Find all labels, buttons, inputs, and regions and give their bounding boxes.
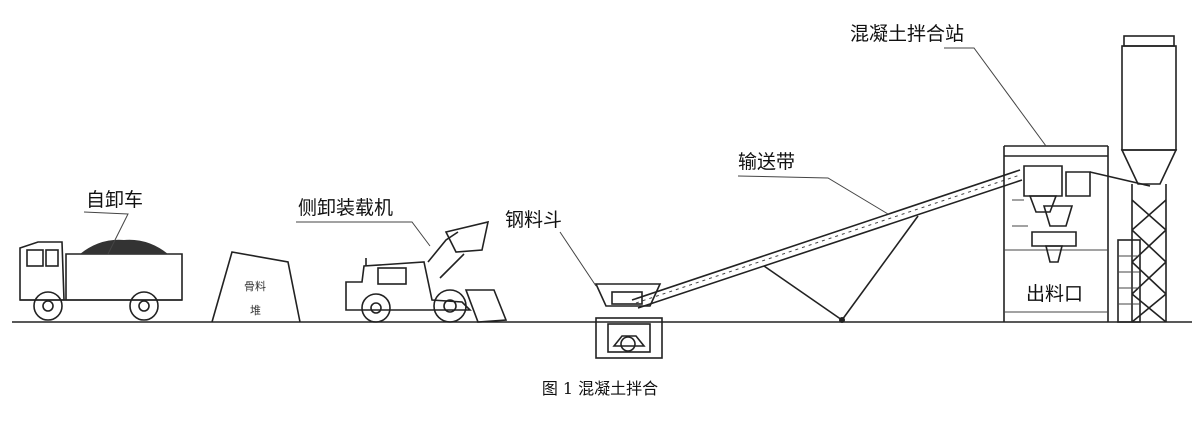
svg-text:堆: 堆: [250, 304, 261, 317]
dump-truck-leader: [83, 211, 129, 255]
mixing-station-leader: [944, 47, 1047, 147]
side-loader: [345, 220, 508, 323]
steel-hopper-leader: [559, 231, 597, 287]
aggregate-pile: 骨料 堆: [211, 251, 301, 323]
conveyor-leader: [737, 175, 889, 215]
outlet-label: 出料口: [1026, 283, 1083, 305]
svg-text:骨料: 骨料: [244, 279, 266, 293]
cement-silo: [1089, 35, 1178, 323]
mixing-station-label: 混凝土拌合站: [850, 23, 964, 45]
steel-hopper: [594, 283, 663, 359]
conveyor-label: 输送带: [738, 151, 795, 173]
dump-truck: [19, 239, 183, 321]
side-loader-leader: [296, 221, 431, 247]
side-loader-label: 侧卸装载机: [298, 197, 393, 219]
mixing-station: [1003, 145, 1109, 322]
steel-hopper-label: 钢料斗: [505, 209, 562, 231]
conveyor-belt: [631, 169, 1023, 323]
figure-caption: 图 1 混凝土拌合: [542, 379, 658, 398]
dump-truck-label: 自卸车: [86, 189, 143, 211]
